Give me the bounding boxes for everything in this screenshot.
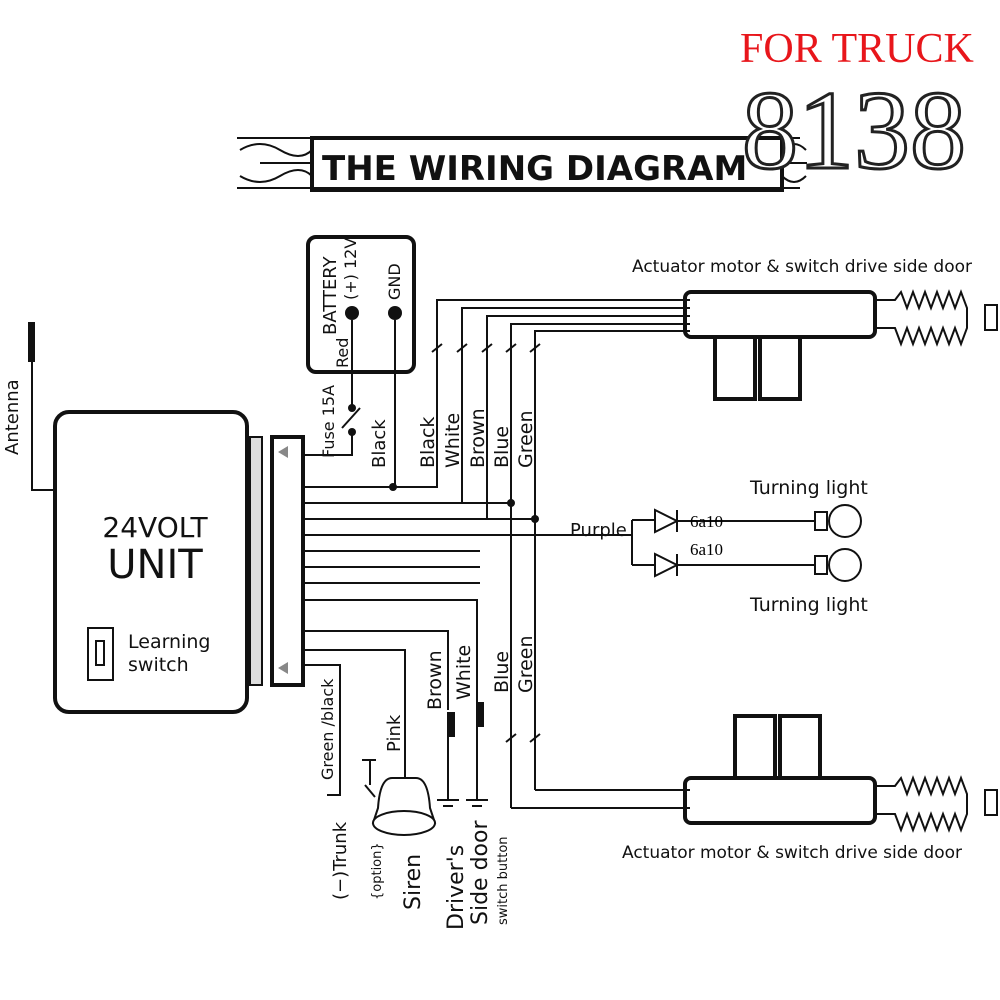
trunk-wire-label: Green /black	[318, 678, 337, 780]
white-wire-label: White	[453, 645, 475, 700]
wire-label-black: Black	[417, 417, 439, 468]
diode-icon	[654, 508, 680, 534]
turning-light-bulb-icon	[814, 504, 862, 538]
wire-label-green-bottom: Green	[515, 635, 537, 693]
antenna-label: Antenna	[2, 379, 23, 455]
wire-label-green: Green	[515, 410, 537, 468]
banner-title: THE WIRING DIAGRAM	[322, 149, 747, 189]
battery: BATTERY (+) 12V GND Red	[306, 235, 416, 374]
turning-lights: Purple 6a10 6a10 Turning light Turning l…	[303, 477, 868, 616]
diode-icon	[654, 552, 680, 578]
actuator-top: Actuator motor & switch drive side door	[632, 257, 998, 401]
model-number: 8138	[742, 69, 966, 193]
siren-icon	[362, 759, 437, 836]
fuse-icon	[341, 407, 361, 429]
learning-switch-label: Learning	[128, 631, 211, 653]
red-wire-label: Red	[333, 338, 352, 368]
actuator-bottom-label: Actuator motor & switch drive side door	[622, 843, 962, 863]
battery-positive: (+) 12V	[341, 238, 360, 300]
unit-voltage: 24VOLT	[102, 511, 208, 544]
wire-label-brown: Brown	[467, 408, 489, 468]
switch-label-side-door: Side door	[468, 820, 493, 925]
diode-1-label: 6a10	[690, 512, 723, 531]
turning-light-label-top: Turning light	[749, 477, 868, 499]
siren-option-label: {option}	[370, 842, 385, 900]
siren-label: Siren	[401, 854, 426, 910]
trunk-label: (−)Trunk	[330, 821, 351, 900]
diode-2-label: 6a10	[690, 540, 723, 559]
ground-terminal-icon	[388, 306, 402, 320]
switch-label-button: switch button	[496, 836, 511, 925]
actuator-top-wires: Black White Brown Blue Green Blue Green	[303, 299, 690, 809]
model-note: FOR TRUCK	[740, 26, 974, 72]
wire-label-blue-bottom: Blue	[491, 651, 513, 693]
purple-wire-label: Purple	[570, 520, 627, 541]
positive-terminal-icon	[345, 306, 359, 320]
battery-black-wire-label: Black	[369, 419, 390, 468]
antenna: Antenna	[2, 322, 55, 491]
turning-light-bulb-icon	[814, 548, 862, 582]
fuse-label: Fuse 15A	[319, 385, 338, 458]
battery-ground: GND	[385, 263, 404, 300]
learning-switch[interactable]	[87, 627, 114, 681]
wire-label-blue: Blue	[491, 426, 513, 468]
learning-switch-label-2: switch	[128, 654, 189, 676]
wire-connector	[270, 435, 305, 687]
door-switch-icon	[437, 702, 488, 807]
unit-name: UNIT	[107, 542, 203, 588]
turning-light-label-bottom: Turning light	[749, 594, 868, 616]
brown-wire-label: Brown	[424, 650, 446, 710]
siren-wire-label: Pink	[384, 714, 405, 752]
actuator-top-label: Actuator motor & switch drive side door	[632, 257, 972, 277]
wire-label-white: White	[442, 413, 464, 468]
actuator-bottom: Actuator motor & switch drive side door	[622, 714, 998, 863]
battery-label: BATTERY	[320, 255, 341, 335]
title-banner: THE WIRING DIAGRAM	[237, 136, 807, 192]
control-unit: 24VOLT UNIT Learning switch	[53, 410, 305, 714]
switch-label-drivers: Driver's	[444, 845, 469, 930]
